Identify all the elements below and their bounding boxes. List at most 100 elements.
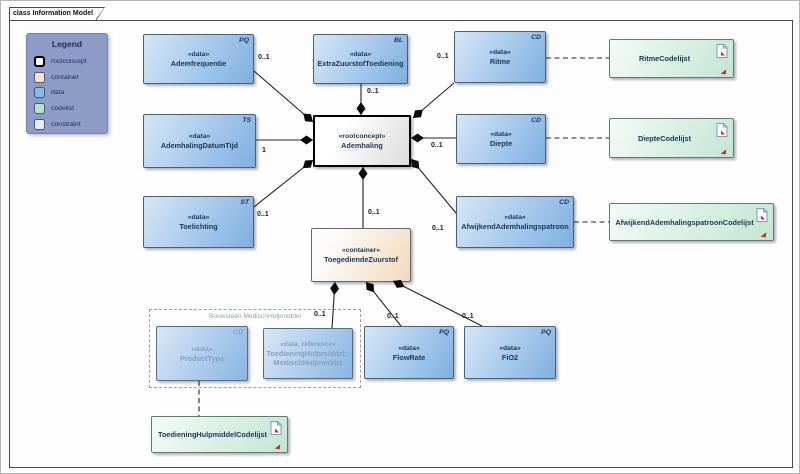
legend-label: data [51,89,65,97]
diagram-frame-tab: class Information Model [9,7,105,21]
node-name: AdemhalingDatumTijd [160,141,239,150]
type-tag: CD [531,117,541,124]
legend-swatch-constraint [34,118,45,130]
node-name: DiepteCodelijst [637,133,692,143]
multiplicity-label: 0..1 [257,211,269,218]
legend-label: rootconcept [51,58,87,66]
stereotype-label: «data» [504,214,526,221]
stereotype-label: «data» [191,345,213,353]
node-name: ToegediendeZuurstof [323,255,399,264]
node-ademfrequentie[interactable]: PQ «data»Ademfrequentie [143,34,254,84]
node-toelichting[interactable]: ST «data»Toelichting [143,196,254,248]
multiplicity-label: 0..1 [368,209,380,216]
multiplicity-label: 0..1 [462,313,474,320]
stereotype-label: «container» [341,247,381,254]
type-tag: TS [242,117,251,124]
node-name: RitmeCodelijst [638,54,691,63]
node-dieptecodelijst[interactable]: DiepteCodelijst [609,118,734,158]
node-diepte[interactable]: CD «data»Diepte [456,114,546,164]
diagram-title: class Information Model [13,9,94,17]
type-tag: CD [233,329,243,336]
type-tag: ST [240,199,249,206]
multiplicity-label: 0..1 [431,142,443,149]
node-toedieninghulpmiddelcodelijst[interactable]: ToedieningHulpmiddelCodelijst [151,416,288,453]
legend-item-codelist: codelist [34,101,107,117]
node-afwijkendademhalingspatrooncodelijst[interactable]: AfwijkendAdemhalingspatroonCodelijst [609,203,774,241]
node-name: ProductType [179,353,225,363]
stereotype-label: «data» [187,51,210,58]
link-indicator-icon [720,148,727,155]
node-toedieninghulpmiddel-ref[interactable]: «data_reference»ToedieningHulpmiddel::Me… [263,328,353,379]
multiplicity-label: 0..1 [432,225,444,232]
stereotype-label: «data» [489,49,511,56]
node-name: ToedieningHulpmiddel:: [266,349,350,358]
node-flowrate[interactable]: PQ «data»FlowRate [364,326,454,379]
type-tag: CD [531,34,541,41]
type-tag: PQ [541,329,551,336]
legend-label: constraint [51,120,81,128]
node-ademhaling[interactable]: «rootconcept»Ademhaling [313,115,411,167]
stereotype-label: «data_reference» [280,341,336,348]
legend-item-container: container [34,70,107,86]
document-icon [716,43,729,58]
multiplicity-label: 0..1 [367,88,379,95]
node-name: ToedieningHulpmiddelCodelijst [158,430,267,439]
node-name: Ritme [489,57,511,66]
node-name: FiO2 [501,352,519,362]
node-ritmecodelijst[interactable]: RitmeCodelijst [609,39,734,78]
legend-label: container [51,73,79,81]
node-name: Ademhaling [341,141,383,150]
link-indicator-icon [760,231,767,238]
group-bouwsteen-medischhulpmiddel[interactable]: Bouwsteen MedischHulpmiddel [149,309,361,388]
type-tag: CD [559,199,569,206]
multiplicity-label: 0..1 [437,53,449,60]
legend: Legend rootconcept container data codelist c… [26,33,108,134]
link-indicator-icon [720,68,727,75]
link-indicator-icon [274,443,281,450]
stereotype-label: «data» [349,51,372,58]
node-name: FlowRate [392,352,426,362]
node-fio2[interactable]: PQ «data»FiO2 [464,326,556,379]
node-name: Ademfrequentie [170,59,227,68]
node-name: AfwijkendAdemhalingspatroonCodelijst [615,217,754,227]
node-name: Toelichting [179,222,218,231]
diagram-frame [9,20,793,468]
stereotype-label: «data» [499,344,521,352]
legend-label: codelist [51,105,75,113]
stereotype-label: «data» [490,131,512,138]
multiplicity-label: 0..1 [258,54,270,61]
node-producttype[interactable]: CD «data»ProductType [156,326,248,381]
legend-item-data: data [34,85,107,101]
type-tag: PQ [239,37,249,44]
node-ademhalingdatumtijd[interactable]: TS «data»AdemhalingDatumTijd [143,114,256,168]
multiplicity-label: 0..1 [387,313,399,320]
legend-swatch-data [34,87,45,99]
legend-title: Legend [51,39,83,49]
node-afwijkendademhalingspatroon[interactable]: CD «data»AfwijkendAdemhalingspatroon [456,196,574,248]
node-name: ExtraZuurstofToediening [317,59,404,68]
node-name: AfwijkendAdemhalingspatroon [461,222,569,231]
type-tag: BL [393,37,403,44]
legend-swatch-rootconcept [34,56,45,68]
document-icon [270,420,283,435]
multiplicity-label: 0..1 [314,311,326,318]
stereotype-label: «data» [188,133,211,140]
legend-item-constraint: constraint [34,116,107,132]
legend-item-rootconcept: rootconcept [34,54,107,70]
stereotype-label: «data» [398,344,420,352]
group-label: Bouwsteen MedischHulpmiddel [209,313,301,320]
legend-swatch-container [34,71,45,83]
type-tag: PQ [439,329,449,336]
legend-swatch-codelist [34,103,45,115]
node-extrazuurstoftoediening[interactable]: BL «data»ExtraZuurstofToediening [313,34,408,84]
document-icon [716,122,729,137]
node-toegediendezuurstof[interactable]: «container»ToegediendeZuurstof [311,228,411,282]
document-icon [756,207,769,222]
node-name: Diepte [489,139,513,148]
stereotype-label: «rootconcept» [338,133,386,140]
stereotype-label: «data» [187,214,210,221]
node-name-line2: MedischHulpmiddel [273,358,343,367]
node-ritme[interactable]: CD «data»Ritme [454,31,546,83]
legend-rows: rootconcept container data codelist constrai… [34,54,107,132]
